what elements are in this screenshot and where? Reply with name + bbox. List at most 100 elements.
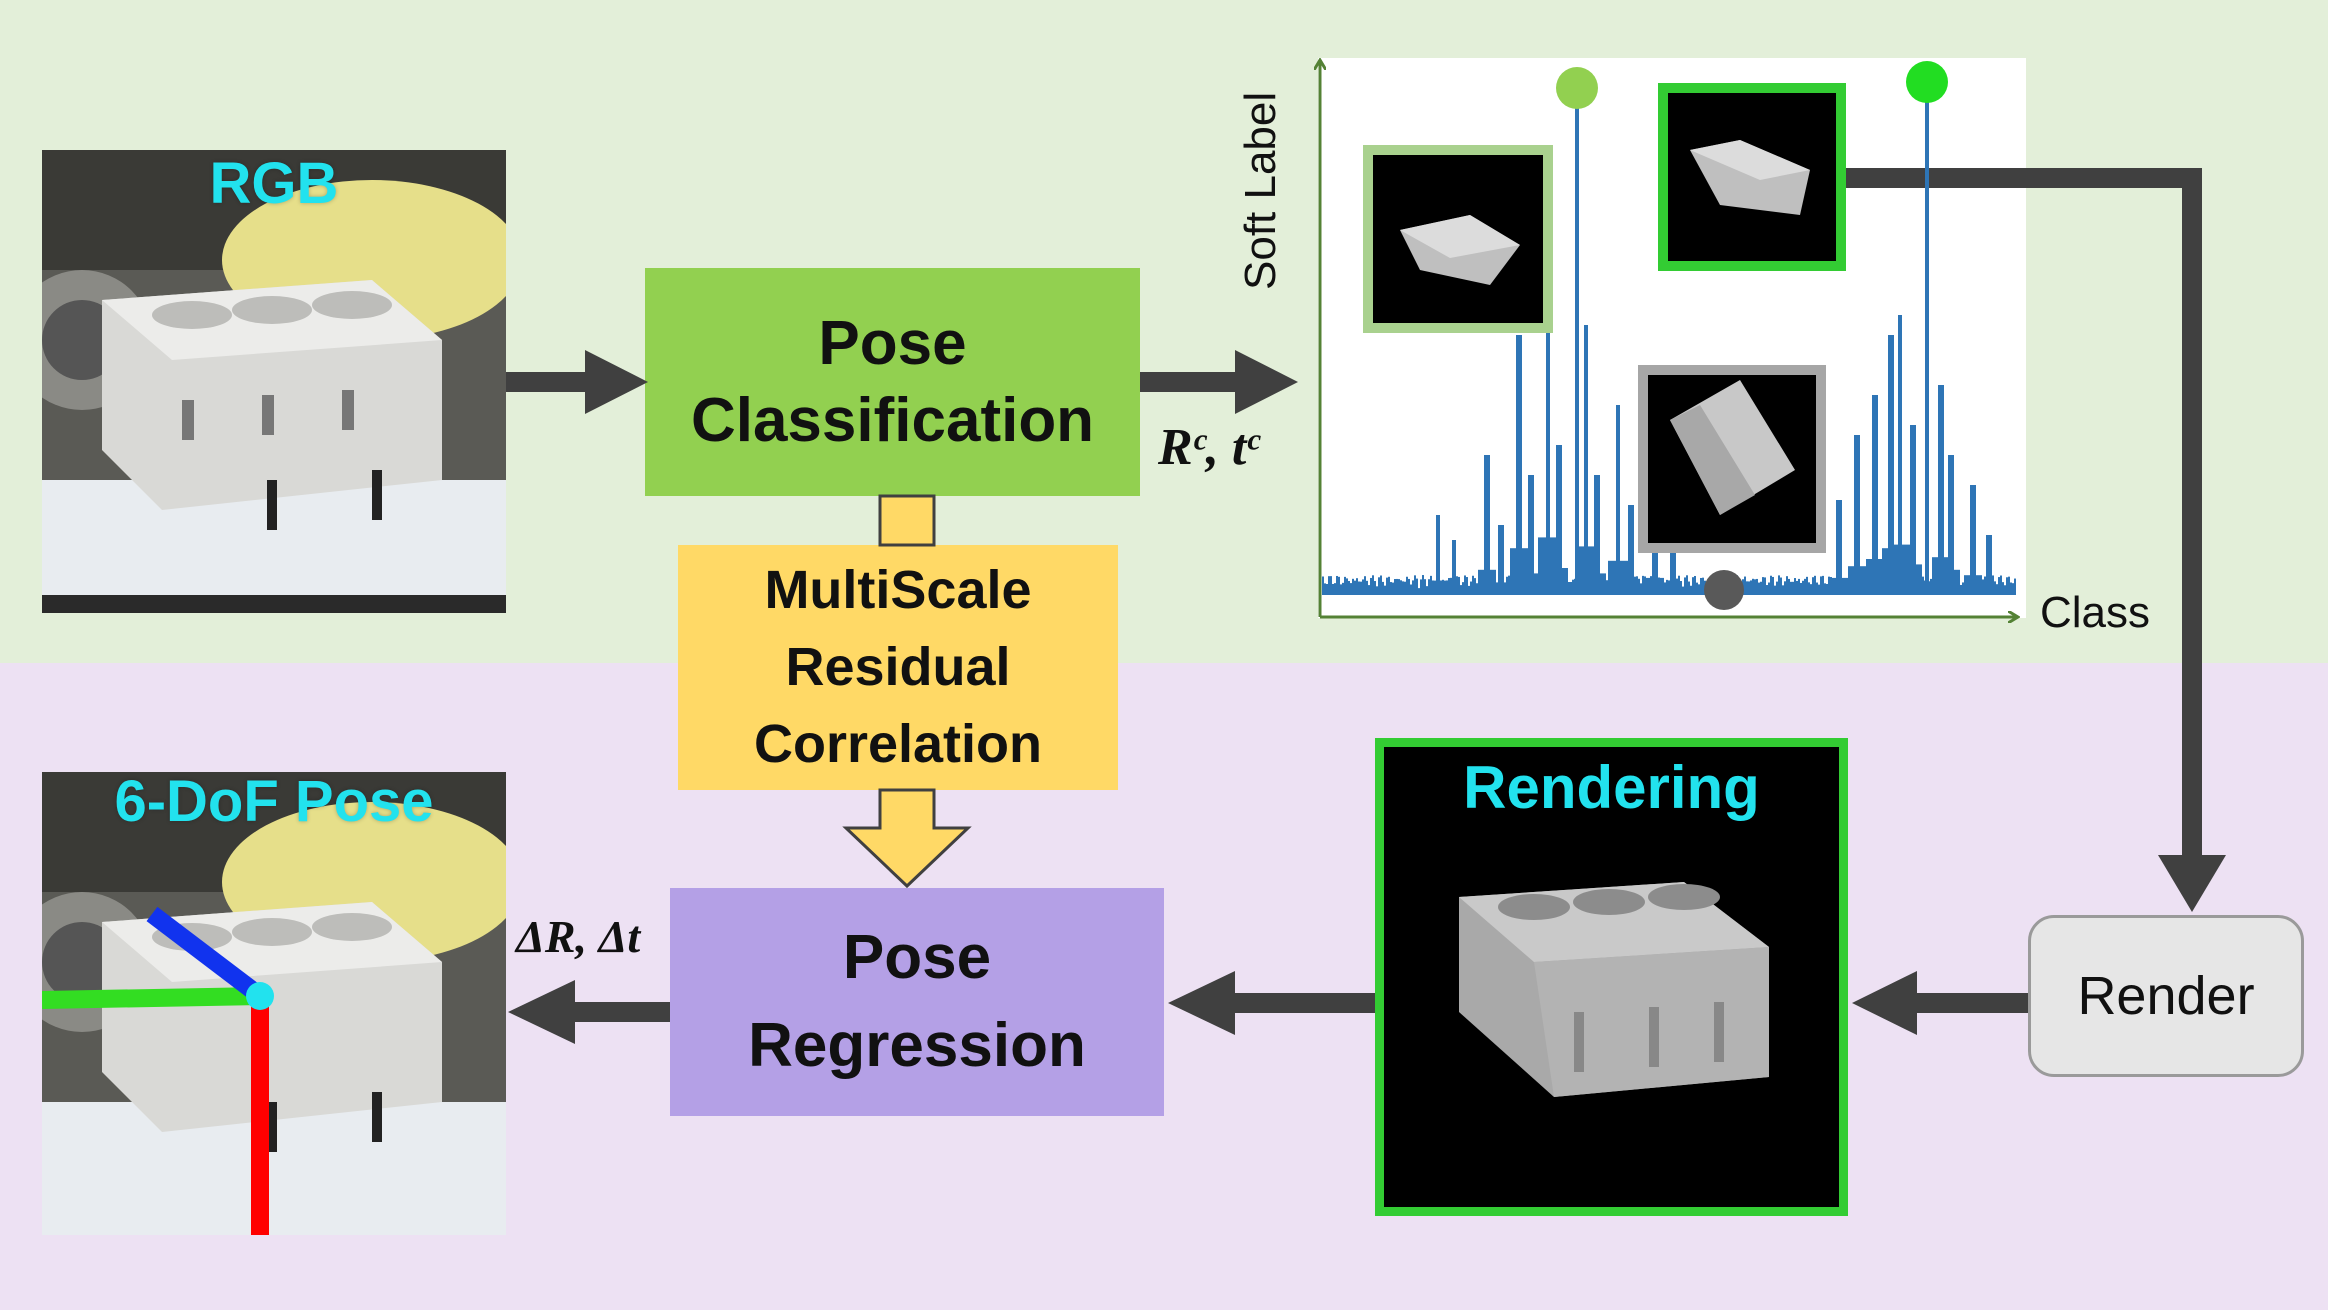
chart-bar — [2000, 575, 2002, 595]
chart-bar — [1894, 544, 1896, 595]
chart-bar — [1958, 569, 1960, 595]
chart-bar — [1840, 500, 1842, 595]
chart-bar — [1396, 578, 1398, 595]
chart-bar — [1782, 585, 1784, 595]
chart-bar — [1466, 577, 1468, 595]
chart-bar — [1760, 581, 1762, 595]
chart-bar — [1984, 576, 1986, 595]
chart-bar — [1350, 583, 1352, 595]
chart-bar — [1660, 577, 1662, 595]
arrow-regression-to-pose — [508, 980, 670, 1044]
chart-bar — [1332, 583, 1334, 595]
chart-bar — [1914, 425, 1916, 595]
chart-bar — [1796, 580, 1798, 595]
chart-bar — [1354, 580, 1356, 595]
chart-bar — [1580, 546, 1582, 595]
chart-bar — [1592, 546, 1594, 595]
chart-bar — [1608, 560, 1610, 595]
chart-bar — [1762, 577, 1764, 595]
chart-bar — [1888, 335, 1890, 595]
chart-bar — [1804, 578, 1806, 595]
chart-bar — [1584, 325, 1586, 595]
multiscale-label: MultiScale Residual Correlation — [753, 560, 1043, 774]
chart-bar — [1792, 581, 1794, 595]
chart-bar — [1856, 435, 1858, 595]
chart-bar — [1950, 455, 1952, 595]
chart-bar — [1428, 579, 1430, 595]
chart-bar — [1642, 575, 1644, 595]
chart-bar — [1436, 515, 1438, 595]
chart-bar — [2008, 576, 2010, 595]
chart-bar — [1854, 435, 1856, 595]
chart-bar — [1754, 579, 1756, 595]
chart-bar — [2006, 577, 2008, 595]
chart-bar — [1566, 568, 1568, 595]
chart-bar — [1612, 560, 1614, 595]
chart-bar — [1372, 575, 1374, 595]
chart-bar — [1482, 569, 1484, 595]
chart-bar — [1868, 559, 1870, 595]
chart-bar — [1464, 575, 1466, 595]
chart-bar — [1632, 505, 1634, 595]
chart-bar — [1570, 581, 1572, 595]
chart-bar — [1684, 577, 1686, 595]
chart-bar — [1936, 557, 1938, 595]
chart-bar — [1586, 325, 1588, 595]
chart-bar — [1832, 577, 1834, 595]
chart-bar — [1398, 579, 1400, 595]
chart-bar — [1678, 575, 1680, 595]
chart-bar — [1512, 548, 1514, 595]
chart-bar — [1370, 577, 1372, 595]
chart-bar — [1590, 546, 1592, 595]
chart-bar — [1940, 385, 1942, 595]
chart-bar — [1808, 582, 1810, 595]
pose-classification-box: Pose Classification — [645, 268, 1140, 496]
chart-bar — [1818, 584, 1820, 595]
chart-bar — [1412, 580, 1414, 595]
pose-image: 6-DoF Pose — [42, 772, 506, 1235]
rgb-label: RGB — [209, 151, 339, 216]
chart-bar — [1458, 576, 1460, 595]
chart-bar — [1982, 579, 1984, 595]
chart-bar — [1790, 581, 1792, 595]
chart-bar — [1476, 583, 1478, 595]
chart-bar — [1510, 548, 1512, 595]
chart-bar — [1538, 537, 1540, 595]
chart-bar — [1520, 335, 1522, 595]
chart-bar — [1992, 575, 1994, 595]
chart-bar — [1340, 584, 1342, 595]
arrow-classification-to-chart — [1140, 350, 1298, 414]
chart-bar — [1770, 575, 1772, 595]
chart-bar — [1752, 578, 1754, 595]
chart-bar — [1614, 560, 1616, 595]
chart-bar — [1502, 525, 1504, 595]
chart-bar — [1602, 573, 1604, 595]
chart-bar — [1890, 335, 1892, 595]
chart-bar — [1598, 475, 1600, 595]
chart-bar — [1974, 485, 1976, 595]
arrow-render-to-rendering — [1852, 971, 2028, 1035]
chart-bar — [1886, 548, 1888, 595]
chart-bar — [1588, 546, 1590, 595]
x-axis-label: Class — [2040, 588, 2151, 637]
chart-bar — [1976, 575, 1978, 595]
chart-bar — [1492, 569, 1494, 595]
chart-bar — [1534, 573, 1536, 595]
chart-bar — [1966, 575, 1968, 595]
hollow-arrow-classification-to-multiscale — [878, 494, 936, 547]
chart-bar — [1596, 475, 1598, 595]
chart-bar — [1418, 588, 1420, 595]
chart-bar — [1690, 585, 1692, 595]
chart-bar — [1430, 575, 1432, 595]
chart-bar — [1688, 581, 1690, 595]
chart-bar — [1456, 576, 1458, 595]
chart-bar — [1380, 575, 1382, 595]
rendering-panel: Rendering — [1375, 738, 1848, 1216]
chart-bar — [1838, 500, 1840, 595]
chart-bar — [1498, 525, 1500, 595]
chart-bars — [1322, 275, 2016, 595]
gray-marker — [1704, 570, 1744, 610]
chart-bar — [1450, 577, 1452, 595]
chart-bar — [1698, 584, 1700, 595]
chart-bar — [1352, 578, 1354, 595]
